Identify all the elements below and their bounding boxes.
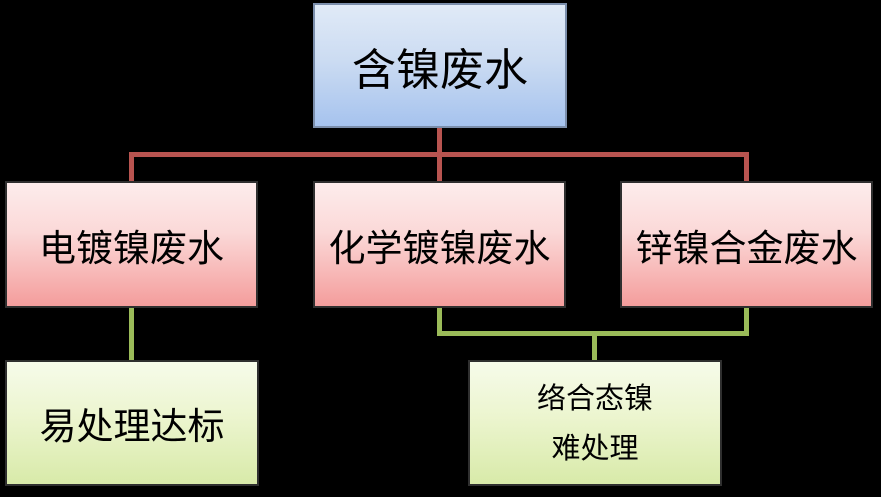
node-easy-to-treat: 易处理达标 [5, 360, 259, 486]
connector-green-stem-child2 [437, 308, 442, 336]
node-nickel-wastewater: 含镍废水 [313, 3, 567, 128]
node-electroless-nickel-wastewater: 化学镀镍废水 [313, 181, 566, 308]
node-label-line1: 络合态镍 [536, 381, 653, 415]
connector-red-horizontal [129, 152, 749, 157]
connector-red-drop-right [744, 152, 749, 182]
node-label: 化学镀镍废水 [328, 226, 551, 270]
node-label-line2: 难处理 [551, 431, 639, 465]
node-label: 锌镍合金废水 [635, 226, 858, 270]
connector-green-drop-result2 [592, 331, 597, 361]
connector-green-child1-result1 [129, 308, 134, 361]
node-zinc-nickel-alloy-wastewater: 锌镍合金废水 [620, 181, 873, 308]
node-electroplating-nickel-wastewater: 电镀镍废水 [5, 181, 258, 308]
node-complexed-nickel-hard-to-treat: 络合态镍 难处理 [468, 360, 722, 486]
node-label: 电镀镍废水 [39, 226, 224, 270]
connector-green-stem-child3 [744, 308, 749, 336]
node-label: 易处理达标 [39, 405, 225, 448]
node-label: 含镍废水 [352, 44, 528, 96]
connector-red-drop-left [129, 152, 134, 182]
